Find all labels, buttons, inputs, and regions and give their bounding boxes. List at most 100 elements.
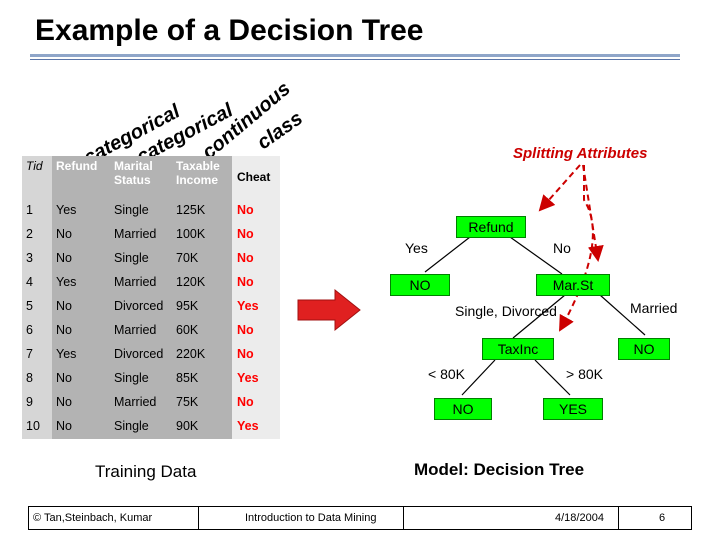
footer-divider — [403, 506, 404, 530]
cell-income: 60K — [176, 323, 199, 337]
leaf-no-married: NO — [618, 338, 670, 360]
edge-taxinc-gt80 — [534, 359, 571, 396]
table-row: 6 No Married 60K No — [22, 318, 280, 342]
splitting-attributes-label: Splitting Attributes — [513, 145, 648, 162]
node-taxinc: TaxInc — [482, 338, 554, 360]
header-income: Taxable — [176, 159, 220, 173]
footer-copyright: © Tan,Steinbach, Kumar — [33, 512, 153, 524]
cell-income: 85K — [176, 371, 199, 385]
edge-marst-single — [512, 294, 566, 339]
cell-refund: No — [56, 419, 72, 433]
header-income-2: Income — [176, 173, 219, 187]
table-row: 8 No Single 85K Yes — [22, 366, 280, 390]
footer-course: Introduction to Data Mining — [245, 512, 377, 524]
edge-label-no: No — [553, 240, 571, 256]
cell-cheat: No — [237, 251, 254, 265]
cell-cheat: Yes — [237, 419, 259, 433]
header-marital-2: Status — [114, 173, 151, 187]
cell-tid: 4 — [26, 275, 33, 289]
cell-refund: No — [56, 323, 72, 337]
edge-marst-married — [599, 294, 646, 336]
node-refund: Refund — [456, 216, 526, 238]
cell-cheat: Yes — [237, 371, 259, 385]
split-arrow-taxinc — [559, 165, 594, 332]
cell-marital: Single — [114, 419, 149, 433]
edge-label-single-divorced: Single, Divorced — [455, 303, 557, 319]
table-row: 4 Yes Married 120K No — [22, 270, 280, 294]
cell-marital: Single — [114, 251, 149, 265]
cell-marital: Divorced — [114, 299, 164, 313]
title-underline-thin — [30, 59, 680, 60]
cell-tid: 10 — [26, 419, 40, 433]
leaf-no-lt80k: NO — [434, 398, 492, 420]
cell-tid: 7 — [26, 347, 33, 361]
header-cheat: Cheat — [237, 170, 271, 184]
table-bg-cheat — [232, 156, 280, 439]
leaf-no-refund: NO — [390, 274, 450, 296]
cell-marital: Single — [114, 203, 149, 217]
table-bg-main — [52, 156, 232, 439]
training-data-caption: Training Data — [95, 462, 197, 481]
cell-tid: 6 — [26, 323, 33, 337]
edge-label-lt80k: < 80K — [428, 366, 465, 382]
table-row: 10 No Single 90K Yes — [22, 414, 280, 438]
footer-divider — [618, 506, 619, 530]
cell-marital: Married — [114, 323, 157, 337]
leaf-yes-gt80k: YES — [543, 398, 603, 420]
cell-tid: 9 — [26, 395, 33, 409]
cell-income: 75K — [176, 395, 199, 409]
cell-cheat: No — [237, 203, 254, 217]
cell-refund: Yes — [56, 275, 77, 289]
cell-tid: 1 — [26, 203, 33, 217]
cell-marital: Single — [114, 371, 149, 385]
cell-marital: Married — [114, 275, 157, 289]
split-arrow-refund — [538, 164, 581, 212]
cell-refund: No — [56, 371, 72, 385]
cell-income: 70K — [176, 251, 199, 265]
cell-refund: No — [56, 299, 72, 313]
edge-label-gt80k: > 80K — [566, 366, 603, 382]
cell-marital: Married — [114, 227, 157, 241]
cell-income: 120K — [176, 275, 206, 289]
edge-refund-no — [509, 236, 563, 275]
page-title: Example of a Decision Tree — [35, 14, 424, 47]
cell-refund: Yes — [56, 347, 77, 361]
edge-taxinc-lt80 — [461, 359, 496, 396]
edge-label-yes: Yes — [405, 240, 428, 256]
table-bg-tid — [22, 156, 52, 439]
cell-tid: 2 — [26, 227, 33, 241]
cell-tid: 8 — [26, 371, 33, 385]
table-row: 5 No Divorced 95K Yes — [22, 294, 280, 318]
cell-income: 125K — [176, 203, 206, 217]
edge-refund-yes — [424, 236, 471, 273]
footer-divider — [198, 506, 199, 530]
title-underline — [30, 54, 680, 57]
cell-income: 100K — [176, 227, 206, 241]
cell-tid: 3 — [26, 251, 33, 265]
edge-label-married: Married — [630, 300, 678, 316]
split-arrow-marst — [582, 164, 604, 262]
cell-refund: No — [56, 395, 72, 409]
cell-cheat: No — [237, 323, 254, 337]
header-tid: Tid — [26, 159, 43, 173]
cell-income: 95K — [176, 299, 199, 313]
cell-income: 90K — [176, 419, 199, 433]
cell-marital: Divorced — [114, 347, 164, 361]
footer-page-number: 6 — [659, 512, 666, 524]
header-refund: Refund — [56, 159, 98, 173]
cell-cheat: No — [237, 275, 254, 289]
big-red-arrow — [297, 288, 361, 332]
footer-date: 4/18/2004 — [555, 512, 604, 524]
cell-cheat: No — [237, 227, 254, 241]
cell-cheat: No — [237, 347, 254, 361]
model-caption: Model: Decision Tree — [414, 460, 585, 479]
cell-tid: 5 — [26, 299, 33, 313]
cell-cheat: Yes — [237, 299, 259, 313]
cell-cheat: No — [237, 395, 254, 409]
